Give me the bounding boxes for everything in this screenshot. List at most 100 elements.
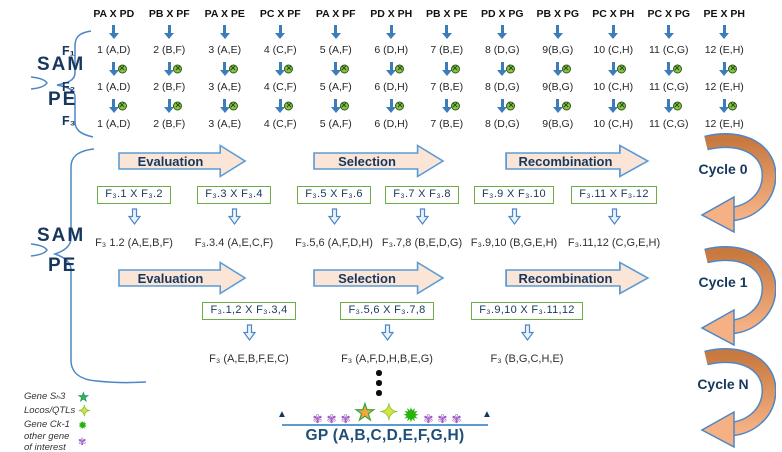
f1-value: 8 (D,G) xyxy=(485,44,520,56)
process-arrow: Evaluation xyxy=(118,144,247,178)
f2-value: 4 (C,F) xyxy=(263,81,297,93)
cross-column: PC X PF 4 (C,F) 4 (C,F) 4 (C,F) xyxy=(253,6,309,132)
selfing-circle-x-icon xyxy=(561,101,571,110)
gene-pool-line xyxy=(282,424,488,426)
f2-value: 2 (B,F) xyxy=(153,81,186,93)
selfing-circle-x-icon xyxy=(117,64,127,73)
arrow-shaft xyxy=(608,25,619,39)
cross-result: F₃.11,12 (C,G,E,H) xyxy=(567,236,661,249)
f1-value: 2 (B,F) xyxy=(153,44,186,56)
parent-cross-grid: PA X PD 1 (A,D) 1 (A,D) 1 (A,D) PB X PF … xyxy=(86,6,752,132)
selfing-circle-x-icon xyxy=(506,64,516,73)
selfing-arrow-icon xyxy=(530,58,586,79)
f1-value: 10 (C,H) xyxy=(593,44,634,56)
cross-column: PA X PE 3 (A,E) 3 (A,E) 3 (A,E) xyxy=(197,6,253,132)
cycle-arrow-unit: Cycle N xyxy=(684,348,776,448)
selfing-circle-x-icon xyxy=(228,101,238,110)
f1-value: 11 (C,G) xyxy=(649,44,689,56)
down-arrow-icon xyxy=(475,22,531,42)
down-arrow-icon xyxy=(697,22,753,42)
selfing-arrow-icon xyxy=(641,95,697,116)
selfing-circle-x-icon xyxy=(728,101,738,110)
cross-unit: F₃.11 X F₃.12 F₃.11,12 (C,G,E,H) xyxy=(534,184,694,251)
cross-result: F₃ (A,E,B,F,E,C) xyxy=(209,352,289,365)
cross-unit: F₃.1,2 X F₃.3,4 F₃ (A,E,B,F,E,C) xyxy=(169,300,329,367)
selfing-arrow-icon xyxy=(86,58,142,79)
selfing-circle-x-icon xyxy=(450,101,460,110)
arrow-shaft xyxy=(608,98,619,113)
arrow-shaft xyxy=(219,25,230,39)
cross-unit: F₃.9,10 X F₃.11,12 F₃ (B,G,C,H,E) xyxy=(447,300,607,367)
parent-cross-label: PA X PD xyxy=(93,8,135,20)
selfing-arrow-icon xyxy=(697,95,753,116)
hollow-down-arrow-icon xyxy=(520,323,534,341)
arrow-shaft xyxy=(330,98,341,113)
selfing-arrow-icon xyxy=(308,58,364,79)
cross-result: F₃.3.4 (A,E,C,F) xyxy=(194,236,274,249)
gene-pool-label: GP (A,B,C,D,E,F,G,H) xyxy=(305,427,465,444)
gene-symbol-icon: ✾ xyxy=(326,412,337,426)
arrow-shaft xyxy=(663,25,674,39)
f3-value: 5 (A,F) xyxy=(319,118,352,130)
parent-cross-label: PC X PF xyxy=(259,8,301,20)
cross-box: F₃.9 X F₃.10 xyxy=(474,185,554,204)
arrow-shaft xyxy=(108,98,119,113)
cross-result: F₃.7,8 (B,E,D,G) xyxy=(381,236,463,249)
legend-icon: ✾ xyxy=(78,436,87,448)
gene-symbol-icon: ✾ xyxy=(423,412,434,426)
gene-symbol-icon: ✾ xyxy=(451,412,462,426)
arrow-shaft xyxy=(330,61,341,76)
down-arrow-icon xyxy=(419,22,475,42)
parent-cross-label: PD X PH xyxy=(370,8,413,20)
hollow-down-arrow-icon xyxy=(415,207,429,225)
arrow-shaft xyxy=(108,61,119,76)
cross-column: PA X PD 1 (A,D) 1 (A,D) 1 (A,D) xyxy=(86,6,142,132)
cross-column: PB X PG 9(B,G) 9(B,G) 9(B,G) xyxy=(530,6,586,132)
cross-unit: F₃.9 X F₃.10 F₃.9,10 (B,G,E,H) xyxy=(434,184,594,251)
legend-label: other gene of interest xyxy=(24,431,70,452)
arrow-shaft xyxy=(552,61,563,76)
f1-value: 1 (A,D) xyxy=(97,44,131,56)
selfing-arrow-icon xyxy=(86,95,142,116)
selfing-arrow-icon xyxy=(530,95,586,116)
arrow-shaft xyxy=(275,25,286,39)
process-arrow-label: Selection xyxy=(338,153,396,169)
arrow-shaft xyxy=(219,98,230,113)
selfing-circle-x-icon xyxy=(228,64,238,73)
process-arrow-label: Recombination xyxy=(518,270,613,286)
gene-symbol-icon: ✾ xyxy=(312,412,323,426)
cycle-arrow-unit: Cycle 1 xyxy=(684,246,776,346)
down-arrow-icon xyxy=(641,22,697,42)
parent-cross-label: PA X PF xyxy=(315,8,356,20)
hollow-down-arrow-icon xyxy=(327,207,341,225)
f3-value: 2 (B,F) xyxy=(153,118,186,130)
generation-label-f2: F₂ xyxy=(62,80,76,94)
f1-value: 9(B,G) xyxy=(542,44,574,56)
up-arrow-icon: ▲ xyxy=(482,409,492,420)
cross-unit: F₃.1 X F₃.2 F₃ 1.2 (A,E,B,F) xyxy=(54,184,214,251)
selfing-arrow-icon xyxy=(308,95,364,116)
cycle0-process-row: Evaluation Selection Recombination xyxy=(0,144,782,178)
cross-column: PD X PH 6 (D,H) 6 (D,H) 6 (D,H) xyxy=(364,6,420,132)
legend-label: Gene Ck-1 xyxy=(24,419,70,431)
up-arrow-icon: ▲ xyxy=(277,409,287,420)
arrow-shaft xyxy=(441,25,452,39)
down-arrow-icon xyxy=(530,22,586,42)
cross-result: F₃.9,10 (B,G,E,H) xyxy=(470,236,558,249)
arrow-shaft xyxy=(552,98,563,113)
selfing-circle-x-icon xyxy=(395,64,405,73)
cycle-loop-arrow-icon xyxy=(700,133,776,233)
generation-label-f3: F₃ xyxy=(62,114,76,128)
cross-result: F₃ (A,F,D,H,B,E,G) xyxy=(341,352,433,365)
down-arrow-icon xyxy=(86,22,142,42)
legend-icon: ★ xyxy=(78,390,89,404)
selfing-circle-x-icon xyxy=(506,101,516,110)
legend-icon: ✦ xyxy=(78,402,91,420)
arrow-shaft xyxy=(108,25,119,39)
gene-symbol-icon: ✹ xyxy=(402,403,420,427)
selfing-arrow-icon xyxy=(586,58,642,79)
f1-value: 3 (A,E) xyxy=(208,44,242,56)
f3-value: 3 (A,E) xyxy=(208,118,242,130)
parent-cross-label: PB X PE xyxy=(426,8,468,20)
f1-value: 6 (D,H) xyxy=(374,44,409,56)
